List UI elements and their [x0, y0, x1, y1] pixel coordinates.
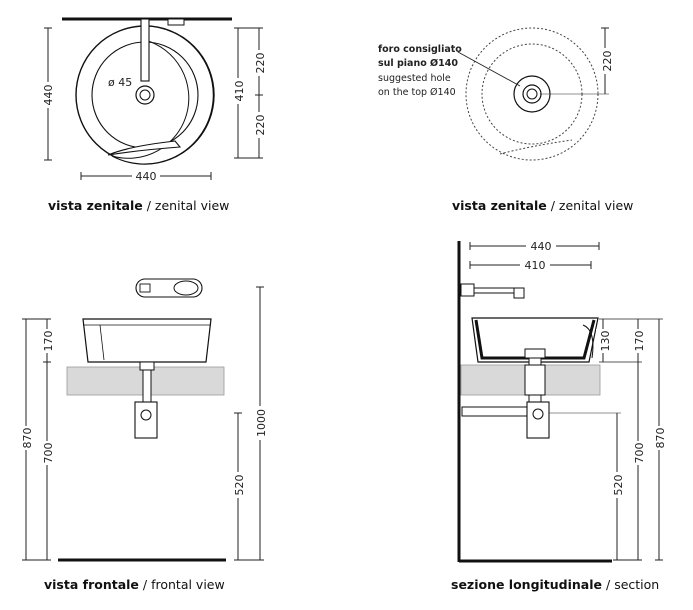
caption-en: frontal view — [151, 577, 225, 592]
basin-section — [471, 317, 599, 363]
caption-bottom-left: vista frontale / frontal view — [44, 577, 225, 592]
dim-width-label: 440 — [136, 170, 157, 183]
bowl-rim-band — [111, 25, 214, 165]
caption-top-right: vista zenitale / zenital view — [452, 198, 634, 213]
dim-520-label: 520 — [612, 475, 625, 496]
caption-en: zenital view — [558, 198, 634, 213]
dim-410-label: 410 — [233, 81, 246, 102]
bowl-lip — [107, 140, 182, 156]
note-line-4: on the top Ø140 — [378, 87, 456, 98]
caption-top-left: vista zenitale / zenital view — [48, 198, 230, 213]
caption-it: vista zenitale — [452, 198, 547, 213]
basin-body — [82, 318, 212, 363]
note-line-1: foro consigliato — [378, 44, 462, 55]
siphon — [526, 401, 550, 439]
waste-pipe — [461, 406, 528, 417]
drain-inner — [526, 88, 538, 100]
top-left-view: ø 45 440 410 220 220 440 — [40, 17, 267, 183]
dim-440-label: 440 — [531, 240, 552, 253]
dim-130-label: 130 — [599, 331, 612, 352]
top-right-view: foro consigliato sul piano Ø140 suggeste… — [378, 27, 614, 161]
drain-pipe — [142, 369, 152, 403]
note-line-3: suggested hole — [378, 73, 451, 84]
caption-bottom-right: sezione longitudinale / section — [451, 577, 660, 592]
dim-700-label: 700 — [633, 443, 646, 464]
dim-220-upper-label: 220 — [254, 53, 267, 74]
note-line-2: sul piano Ø140 — [378, 58, 458, 69]
dim-220-label: 220 — [601, 51, 614, 72]
dim-1000-label: 1000 — [255, 409, 268, 437]
caption-it: sezione longitudinale — [451, 577, 603, 592]
caption-en: section — [614, 577, 660, 592]
dim-170-label: 170 — [42, 331, 55, 352]
tap-handle — [167, 18, 185, 26]
note-leader — [457, 51, 521, 87]
caption-it: vista frontale — [44, 577, 139, 592]
dim-220-lower-label: 220 — [254, 115, 267, 136]
dim-870-label: 870 — [654, 428, 667, 449]
dim-170-label: 170 — [633, 331, 646, 352]
dim-870-label: 870 — [21, 428, 34, 449]
dim-410-label: 410 — [525, 259, 546, 272]
caption-it: vista zenitale — [48, 198, 143, 213]
bottom-left-view: 170 870 700 520 1000 — [18, 278, 268, 562]
caption-en: zenital view — [154, 198, 230, 213]
drain-inner — [139, 89, 151, 101]
drain-diameter-label: ø 45 — [108, 76, 132, 89]
tap-spout — [140, 18, 150, 82]
bottom-right-view: 440 410 130 170 700 — [457, 239, 667, 563]
dim-700-label: 700 — [42, 443, 55, 464]
dim-height-label: 440 — [42, 85, 55, 106]
dim-520-label: 520 — [233, 475, 246, 496]
